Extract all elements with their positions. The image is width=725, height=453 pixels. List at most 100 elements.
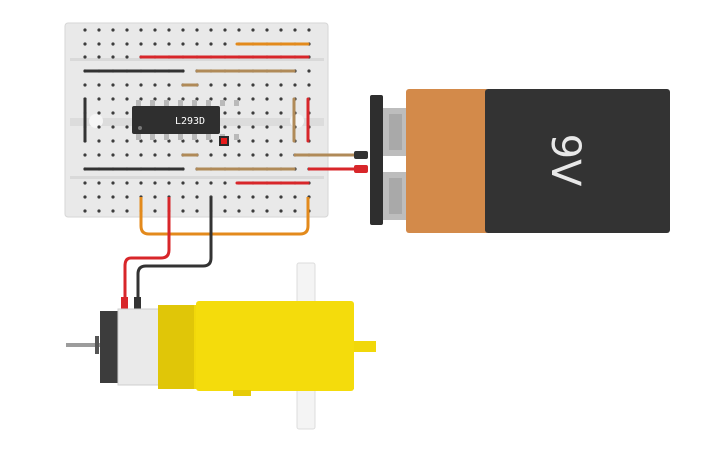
breadboard-hole: [125, 97, 129, 101]
breadboard-hole: [181, 209, 185, 213]
chip-pin: [220, 100, 225, 106]
breadboard-hole: [153, 181, 157, 185]
motor-mount-tab: [233, 390, 251, 396]
breadboard-hole: [209, 181, 213, 185]
breadboard-hole: [167, 153, 171, 157]
battery-9v[interactable]: 9V: [354, 89, 670, 233]
breadboard-hole: [279, 28, 283, 32]
breadboard-hole: [153, 97, 157, 101]
breadboard-hole: [111, 28, 115, 32]
rail-divider-top: [70, 58, 324, 61]
breadboard-hole: [111, 125, 115, 129]
led-indicator: [221, 138, 227, 144]
breadboard-hole: [265, 209, 269, 213]
breadboard-hole: [167, 42, 171, 46]
breadboard-hole: [195, 28, 199, 32]
breadboard-hole: [125, 42, 129, 46]
breadboard-hole: [195, 42, 199, 46]
chip-pin: [178, 134, 183, 140]
breadboard-hole: [167, 97, 171, 101]
motor-spindle: [66, 343, 100, 347]
dc-gear-motor[interactable]: [66, 262, 376, 430]
breadboard-hole: [97, 42, 101, 46]
battery-voltage-label: 9V: [542, 134, 588, 187]
chip-pin: [150, 134, 155, 140]
wire-red-motor[interactable]: [123, 197, 171, 302]
motor-terminal-red: [121, 297, 128, 309]
chip-pin: [192, 134, 197, 140]
breadboard-hole: [97, 55, 101, 59]
wire-black-motor[interactable]: [136, 197, 213, 302]
chip-pin: [150, 100, 155, 106]
chip-pin: [206, 134, 211, 140]
breadboard-hole: [111, 55, 115, 59]
breadboard-hole: [83, 181, 87, 185]
breadboard-hole: [97, 181, 101, 185]
breadboard-hole: [139, 181, 143, 185]
breadboard-hole: [209, 139, 213, 143]
chip-body: [132, 106, 220, 134]
breadboard-hole: [167, 139, 171, 143]
breadboard-hole: [125, 195, 129, 199]
breadboard-hole: [125, 111, 129, 115]
breadboard-hole: [209, 42, 213, 46]
breadboard-hole: [97, 153, 101, 157]
breadboard-hole: [237, 28, 241, 32]
breadboard-hole: [153, 83, 157, 87]
breadboard-hole: [97, 97, 101, 101]
breadboard-hole: [139, 83, 143, 87]
breadboard-hole: [307, 69, 311, 73]
breadboard-hole: [251, 83, 255, 87]
breadboard-hole: [223, 111, 227, 115]
breadboard-hole: [167, 28, 171, 32]
breadboard-hole: [293, 195, 297, 199]
breadboard-hole: [251, 125, 255, 129]
breadboard-hole: [111, 195, 115, 199]
breadboard-hole: [195, 209, 199, 213]
battery-body: [485, 89, 670, 233]
breadboard-hole: [307, 83, 311, 87]
breadboard-hole: [195, 97, 199, 101]
breadboard-hole: [153, 139, 157, 143]
breadboard-hole: [279, 195, 283, 199]
breadboard-hole: [223, 125, 227, 129]
breadboard-hole: [223, 181, 227, 185]
battery-terminal-bottom-inner: [389, 178, 402, 214]
breadboard-hole: [279, 83, 283, 87]
breadboard-hole: [237, 195, 241, 199]
motor-terminal-black: [134, 297, 141, 309]
chip-pin: [234, 100, 239, 106]
breadboard-hole: [97, 28, 101, 32]
breadboard-hole: [195, 139, 199, 143]
breadboard-hole: [153, 209, 157, 213]
breadboard-hole: [111, 83, 115, 87]
breadboard-hole: [237, 125, 241, 129]
breadboard-hole: [125, 139, 129, 143]
breadboard-hole: [209, 28, 213, 32]
motor-wires: [123, 197, 310, 302]
breadboard-hole: [265, 139, 269, 143]
mount-hole-right: [290, 114, 304, 128]
chip-label: L293D: [175, 116, 205, 127]
wire-orange-loop[interactable]: [139, 197, 310, 236]
breadboard-hole: [97, 83, 101, 87]
chip-pin: [234, 134, 239, 140]
breadboard-hole: [83, 195, 87, 199]
breadboard-hole: [125, 83, 129, 87]
motor-gearbox-side: [158, 305, 194, 389]
breadboard-hole: [125, 28, 129, 32]
breadboard-hole: [265, 83, 269, 87]
chip-pin: [164, 100, 169, 106]
battery-label-band: [406, 89, 489, 233]
breadboard-hole: [139, 139, 143, 143]
breadboard-hole: [83, 83, 87, 87]
chip-pin: [164, 134, 169, 140]
breadboard-hole: [279, 125, 283, 129]
breadboard-hole: [111, 153, 115, 157]
breadboard-hole: [279, 97, 283, 101]
breadboard-hole: [265, 153, 269, 157]
breadboard-hole: [251, 209, 255, 213]
breadboard-hole: [223, 42, 227, 46]
